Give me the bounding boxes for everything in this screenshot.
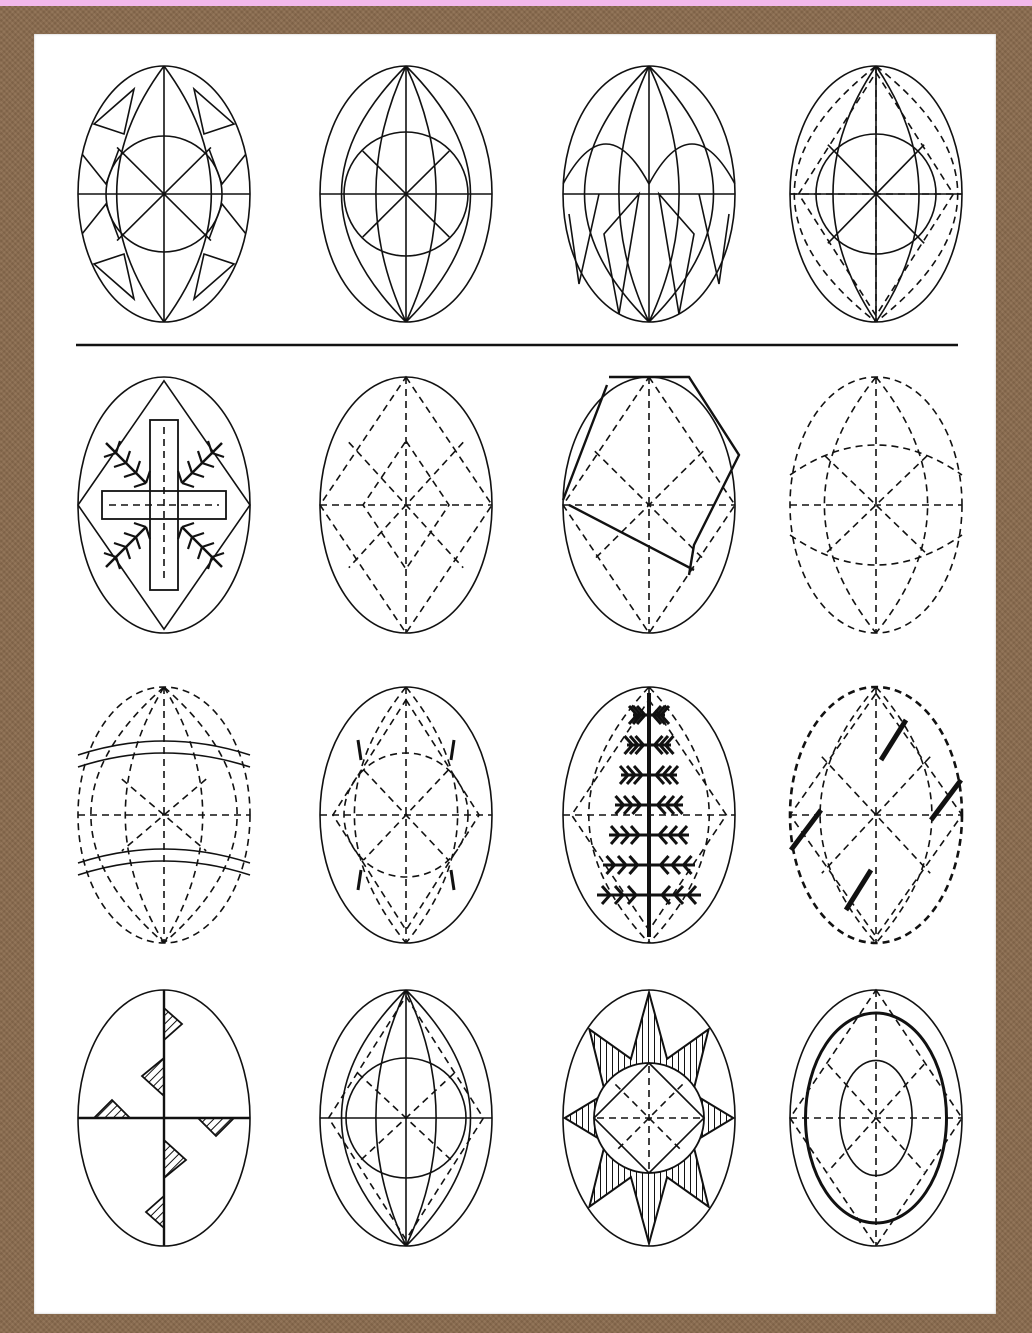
egg-8-design: [790, 377, 962, 633]
egg-16-design: [790, 990, 962, 1246]
egg-13-design: [78, 990, 250, 1246]
egg-7-design: [563, 377, 739, 633]
egg-layer: [78, 66, 962, 1246]
egg-11-design: [563, 687, 735, 943]
egg-9-design: [78, 687, 250, 943]
egg-14-design: [320, 990, 492, 1246]
egg-15-design: [563, 990, 735, 1246]
egg-3-design: [563, 66, 735, 322]
egg-10-design: [320, 687, 492, 943]
egg-2-design: [320, 66, 492, 322]
egg-4-design: [790, 66, 962, 322]
egg-6-design: [320, 377, 492, 633]
egg-1-design: [78, 66, 250, 322]
egg-5-design: [78, 377, 250, 633]
egg-12-design: [790, 687, 962, 943]
